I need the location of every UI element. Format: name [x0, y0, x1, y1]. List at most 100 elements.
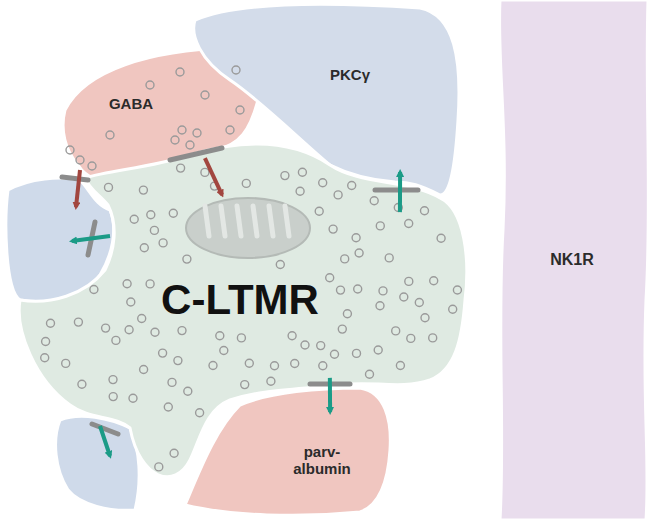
vesicle	[174, 357, 182, 365]
vesicle	[421, 314, 429, 322]
nk1r-dendrite: NK1R	[497, 0, 653, 520]
vesicle	[130, 215, 138, 223]
vesicle	[343, 310, 351, 318]
node-label: NK1R	[550, 251, 594, 269]
vesicle	[155, 463, 163, 471]
vesicle	[125, 326, 133, 334]
vesicle	[421, 207, 429, 215]
vesicle	[178, 327, 186, 335]
vesicle	[140, 244, 148, 252]
vesicle	[146, 280, 154, 288]
vesicle	[201, 168, 209, 176]
vesicle	[62, 359, 70, 367]
vesicle	[159, 239, 167, 247]
synapse-arrow	[205, 158, 222, 195]
synapse-arrow	[328, 378, 332, 412]
vesicle	[169, 209, 177, 217]
vesicle	[241, 381, 249, 389]
vesicle	[405, 220, 413, 228]
vesicle	[112, 336, 120, 344]
vesicle	[139, 186, 147, 194]
vesicle	[47, 319, 55, 327]
vesicle	[319, 362, 327, 370]
vesicle	[341, 255, 349, 263]
node-label: GABA	[109, 95, 153, 112]
vesicle	[42, 338, 50, 346]
vesicle	[267, 377, 275, 385]
vesicle	[138, 315, 146, 323]
shape-outline	[175, 385, 395, 520]
vesicle	[296, 187, 304, 195]
vesicle	[237, 334, 245, 342]
vesicle	[216, 332, 224, 340]
vesicle	[164, 403, 172, 411]
node-label: C-LTMR	[161, 276, 319, 324]
vesicle	[168, 378, 176, 386]
vesicle	[242, 179, 250, 187]
vesicle	[437, 234, 445, 242]
vesicle	[355, 249, 363, 257]
vesicle	[370, 197, 378, 205]
outline	[185, 388, 390, 515]
vesicle	[123, 280, 131, 288]
vesicle	[353, 349, 361, 357]
gaba-vesicles	[66, 66, 244, 170]
vesicle	[453, 286, 461, 294]
vesicle	[183, 255, 191, 263]
vesicle	[379, 287, 387, 295]
vesicle	[337, 286, 345, 294]
vesicle	[276, 261, 284, 269]
node-label: PKCγ	[330, 66, 370, 83]
vesicle	[331, 350, 339, 358]
vesicle	[366, 370, 374, 378]
vesicle	[150, 226, 158, 234]
mitochondrion	[186, 198, 310, 258]
vesicle	[392, 327, 400, 335]
vesicle	[184, 387, 192, 395]
vesicle	[102, 324, 110, 332]
vesicle	[319, 179, 327, 187]
vesicle	[220, 347, 228, 355]
vesicle	[281, 172, 289, 180]
vesicle	[151, 328, 159, 336]
terminal-blob	[56, 416, 140, 510]
synaptic-density	[62, 148, 418, 434]
vesicle	[140, 366, 148, 374]
vesicle	[376, 302, 384, 310]
vesicle	[329, 225, 337, 233]
vesicle	[288, 332, 296, 340]
vesicle	[352, 234, 360, 242]
vesicle	[129, 394, 137, 402]
vesicle	[301, 341, 309, 349]
vesicle	[348, 182, 356, 190]
vesicle	[385, 254, 393, 262]
vesicle	[449, 305, 457, 313]
vesicle	[407, 334, 415, 342]
vesicle	[354, 285, 362, 293]
node-label: parv- albumin	[285, 443, 359, 478]
vesicle	[271, 362, 279, 370]
vesicle	[291, 360, 299, 368]
vesicle	[374, 346, 382, 354]
decor-arrows	[72, 170, 110, 456]
vesicle	[196, 409, 204, 417]
outline	[499, 0, 648, 520]
vesicle	[317, 342, 325, 350]
vesicle	[105, 183, 113, 191]
vesicle	[430, 277, 438, 285]
vesicle	[334, 191, 342, 199]
vesicle	[127, 298, 135, 306]
vesicle	[74, 318, 82, 326]
vesicle	[396, 362, 404, 370]
vesicle	[90, 286, 98, 294]
vesicle	[209, 362, 217, 370]
vesicle	[170, 449, 178, 457]
vesicle	[245, 359, 253, 367]
vesicle	[177, 164, 185, 172]
vesicle	[326, 274, 334, 282]
vesicle	[298, 168, 306, 176]
vesicle	[400, 293, 408, 301]
vesicle	[405, 277, 413, 285]
vesicle	[109, 376, 117, 384]
